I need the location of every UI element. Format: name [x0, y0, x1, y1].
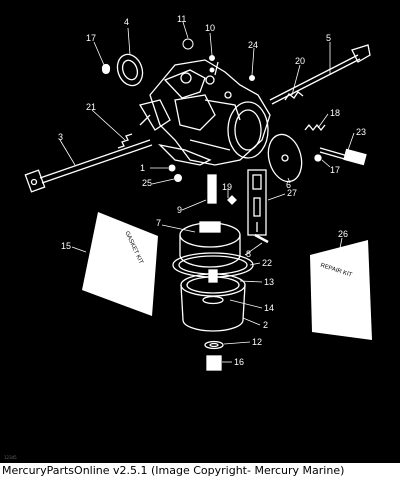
callout-25: 25: [142, 178, 152, 188]
callout-26: 26: [338, 229, 348, 239]
flange-gasket: [267, 133, 303, 183]
repair-kit-card: REPAIR KIT: [310, 240, 372, 340]
callout-23: 23: [356, 127, 366, 137]
callout-numbers: 4 11 10 17 24 5 20 21 18 23 3 1 17 25 6 …: [58, 14, 366, 367]
callout-22: 22: [262, 258, 272, 268]
float-bowl: [180, 269, 246, 332]
callout-15: 15: [61, 241, 71, 251]
callout-8: 8: [246, 249, 251, 259]
small-screws: [102, 38, 255, 182]
callout-13: 13: [264, 277, 274, 287]
callout-14: 14: [264, 303, 274, 313]
plate-code: 12345: [4, 455, 17, 460]
callout-18: 18: [330, 108, 340, 118]
callout-10: 10: [205, 23, 215, 33]
gasket-kit-card: GASKET KIT: [82, 212, 158, 316]
callout-4: 4: [124, 17, 129, 27]
callout-17b: 17: [330, 165, 340, 175]
callout-11: 11: [177, 14, 186, 24]
copyright-footer: MercuryPartsOnline v2.5.1 (Image Copyrig…: [0, 463, 400, 479]
callout-17a: 17: [86, 33, 96, 43]
callout-6: 6: [286, 180, 291, 190]
throttle-shaft: [24, 133, 153, 193]
carburetor-body: [138, 59, 271, 166]
callout-24: 24: [248, 40, 258, 50]
callout-1: 1: [140, 163, 145, 173]
callout-21: 21: [86, 102, 96, 112]
callout-27: 27: [287, 188, 297, 198]
callout-7: 7: [156, 218, 161, 228]
callout-3: 3: [58, 132, 63, 142]
callout-2: 2: [263, 320, 268, 330]
callout-20: 20: [295, 56, 305, 66]
leader-lines: [59, 21, 355, 363]
callout-12: 12: [252, 337, 262, 347]
drain-plug-parts: [204, 340, 224, 371]
callout-9: 9: [177, 205, 182, 215]
callout-19: 19: [222, 182, 232, 192]
choke-shaft: [269, 44, 371, 105]
callout-16: 16: [234, 357, 244, 367]
float: [179, 221, 269, 268]
callout-5: 5: [326, 33, 331, 43]
adjusting-needle: [304, 123, 367, 166]
